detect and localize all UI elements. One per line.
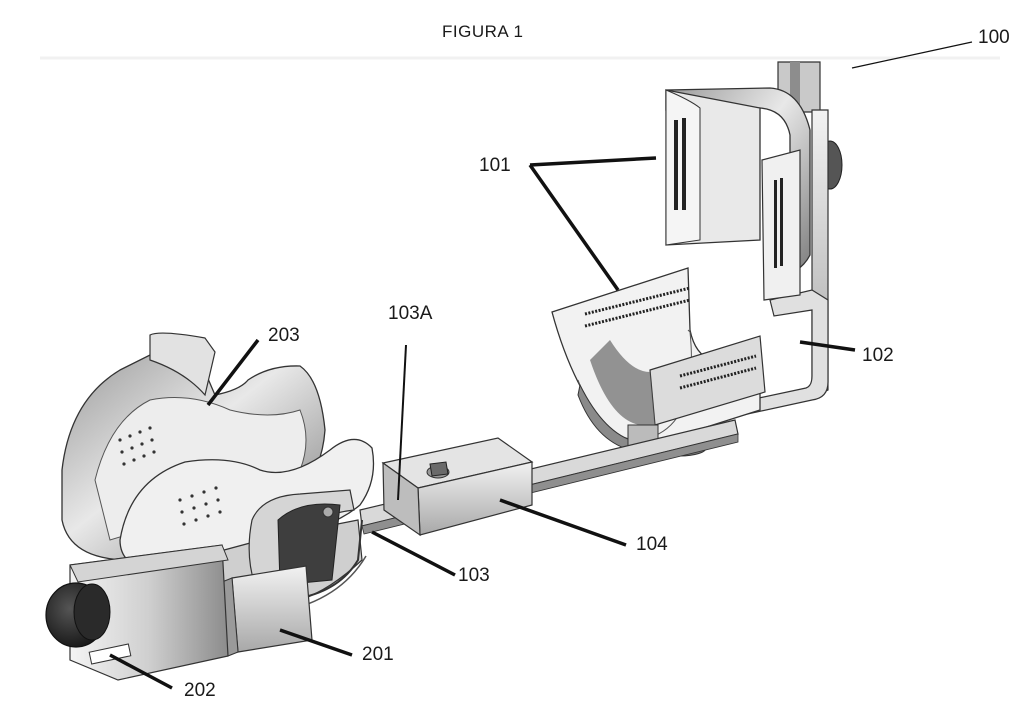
ref-103a: 103A — [388, 303, 433, 324]
ref-203: 203 — [268, 325, 300, 346]
ref-100: 100 — [978, 27, 1010, 48]
ref-101: 101 — [479, 155, 511, 176]
leader-lines — [109, 41, 973, 690]
figure-title: FIGURA 1 — [442, 22, 524, 41]
ref-201: 201 — [362, 644, 394, 665]
ref-103: 103 — [458, 565, 490, 586]
ref-102: 102 — [862, 345, 894, 366]
slider-block — [381, 437, 534, 537]
upper-cuff-assembly — [551, 61, 843, 457]
ref-104: 104 — [636, 534, 668, 555]
ref-202: 202 — [184, 680, 216, 701]
foot-assembly — [45, 332, 375, 681]
